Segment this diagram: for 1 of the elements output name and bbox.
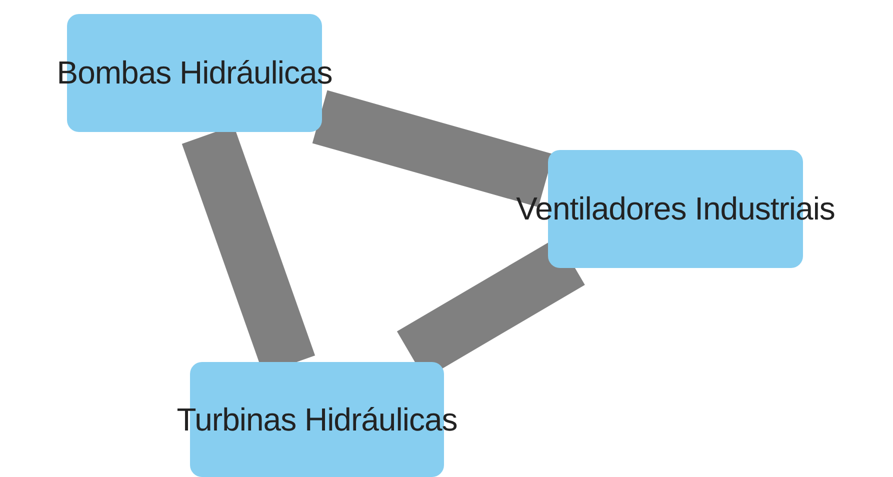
connector bbox=[312, 90, 554, 208]
